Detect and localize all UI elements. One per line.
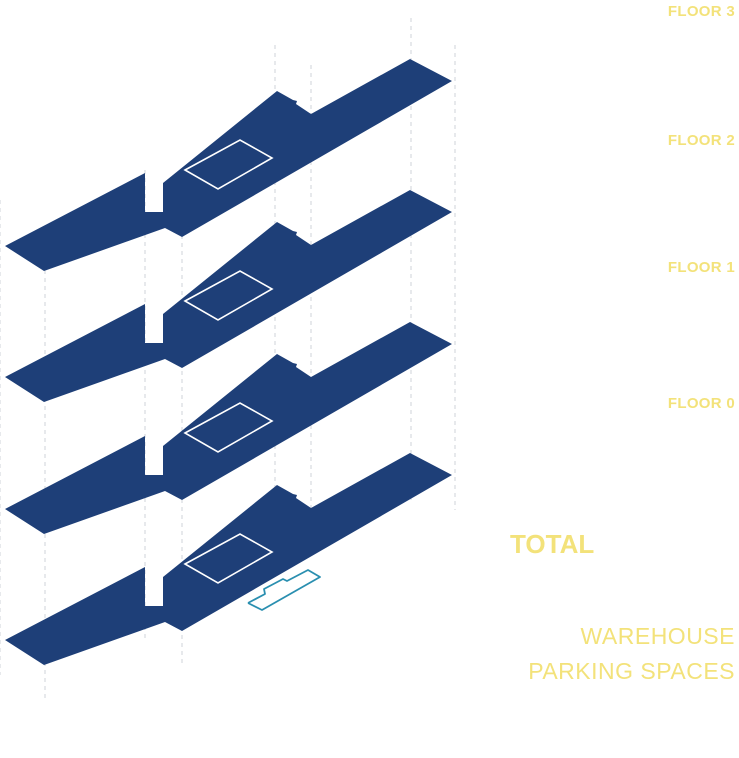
- floor-3-slab: [5, 59, 452, 271]
- floor-2-label: FLOOR 2: [667, 132, 735, 149]
- floor-1-slab-group: [5, 322, 452, 534]
- floor-2-slab: [5, 190, 452, 402]
- total-label: TOTAL: [510, 529, 595, 559]
- floor-1-label: FLOOR 1: [667, 259, 735, 276]
- floor-3-label: FLOOR 3: [667, 3, 735, 20]
- floor-0-label: FLOOR 0: [667, 395, 735, 412]
- floor-0-slab: [5, 453, 452, 665]
- floor-3-slab-core-outline: [183, 139, 274, 190]
- warehouse-label: WAREHOUSE: [580, 623, 735, 649]
- floor-0-slab-core-outline: [183, 533, 274, 584]
- parking-spaces-label: PARKING SPACES: [528, 658, 735, 684]
- parking-spaces-outline: [247, 569, 321, 611]
- floor-2-slab-core-outline: [183, 270, 274, 321]
- floor-2-slab-group: [5, 190, 452, 402]
- floor-1-slab-core-outline: [183, 402, 274, 453]
- floor-0-slab-group: [5, 453, 452, 665]
- floor-1-slab: [5, 322, 452, 534]
- floor-3-slab-group: [5, 59, 452, 271]
- parking-outline-group: [247, 569, 321, 611]
- floor-slabs: [5, 59, 452, 665]
